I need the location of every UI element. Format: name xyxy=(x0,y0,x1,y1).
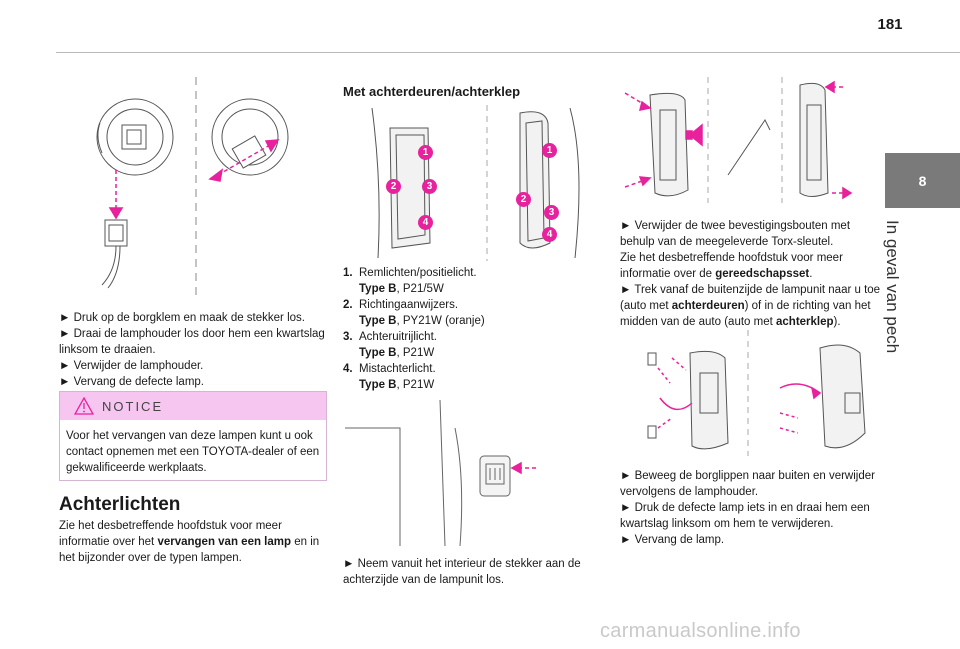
watermark: carmanualsonline.info xyxy=(600,620,801,642)
step-text: ► Beweeg de borglippen naar buiten en ve… xyxy=(620,470,875,498)
step-text: ► Neem vanuit het interieur de stekker a… xyxy=(343,558,581,586)
callout-1-left: 1 xyxy=(418,145,433,160)
figure-torx-bolts xyxy=(610,75,855,205)
rear-lights-text-bold: vervangen van een lamp xyxy=(157,536,292,548)
connector-illustration xyxy=(345,399,538,547)
figure-lamp-holder xyxy=(620,328,880,458)
figure-fog-lamp-removal xyxy=(90,75,325,300)
callout-4-left: 4 xyxy=(418,215,433,230)
notice-box: NOTICE Voor het vervangen van deze lampe… xyxy=(59,391,327,481)
list-item: 4.Mistachterlicht.Type B, P21W xyxy=(343,363,436,391)
rear-lights-heading: Achterlichten xyxy=(59,494,181,515)
rear-lights-text-b: en in het bijzonder over de typen lampen… xyxy=(59,536,320,564)
chapter-title: In geval van pech xyxy=(883,220,902,354)
notice-body: Voor het vervangen van deze lampen kunt … xyxy=(66,430,320,474)
callout-3-left: 3 xyxy=(422,179,437,194)
chapter-tab[interactable]: 8 xyxy=(885,153,960,208)
header-rule xyxy=(56,52,960,53)
figure-connector-disconnect xyxy=(340,398,580,548)
p2-bold-1: achterdeuren xyxy=(671,300,745,312)
p2-text: ► Trek vanaf de buitenzijde de lampunit … xyxy=(620,284,881,312)
notice-header: NOTICE xyxy=(60,392,326,420)
callout-2-left: 2 xyxy=(386,179,401,194)
rear-lights-text: Zie het desbetreffende hoofdstuk voor me… xyxy=(59,518,329,566)
step-text: ► Vervang de lamp. xyxy=(620,534,725,546)
step-text: ► Druk op de borgklem en maak de stekker… xyxy=(59,312,305,324)
column-3-text: ► Verwijder de twee bevestigingsbouten m… xyxy=(620,220,881,328)
chapter-number: 8 xyxy=(918,172,927,189)
callout-2-right: 2 xyxy=(516,192,531,207)
torx-illustration xyxy=(624,77,853,203)
column-2-step: ► Neem vanuit het interieur de stekker a… xyxy=(343,556,593,588)
callout-1-right: 1 xyxy=(542,143,557,158)
list-item: 1.Remlichten/positielicht.Type B, P21/5W xyxy=(343,267,477,295)
list-item: 2.Richtingaanwijzers.Type B, PY21W (oran… xyxy=(343,299,485,327)
rear-lights-text-a: Zie het desbetreffende hoofdstuk voor me… xyxy=(59,520,282,548)
page-number: 181 xyxy=(877,16,903,33)
step-text: ► Verwijder de twee bevestigingsbouten m… xyxy=(620,220,851,248)
callout-4-right: 4 xyxy=(542,227,557,242)
fog-lamp-illustration xyxy=(96,77,289,299)
column-1-steps: ► Druk op de borgklem en maak de stekker… xyxy=(59,310,329,390)
figure-rear-lamp-callouts: 1 2 3 4 1 2 3 4 xyxy=(370,103,600,263)
lamp-type-list: 1.Remlichten/positielicht.Type B, P21/5W… xyxy=(343,265,593,393)
p2-bold-2: achterklep xyxy=(776,316,834,328)
p1-text: Zie het desbetreffende hoofdstuk voor me… xyxy=(620,252,843,280)
step-text: ► Druk de defecte lamp iets in en draai … xyxy=(620,502,870,530)
column-3-steps: ► Beweeg de borglippen naar buiten en ve… xyxy=(620,468,882,548)
notice-title: NOTICE xyxy=(102,398,164,414)
step-text: ► Draai de lamphouder los door hem een k… xyxy=(59,328,325,356)
callout-3-right: 3 xyxy=(544,205,559,220)
p1-bold: gereedschapsset xyxy=(715,268,810,280)
tailgate-heading: Met achterdeuren/achterklep xyxy=(343,84,521,99)
lamp-holder-illustration xyxy=(647,330,866,456)
step-text: ► Vervang de defecte lamp. xyxy=(59,376,204,388)
step-text: ► Verwijder de lamphouder. xyxy=(59,360,204,372)
warning-icon xyxy=(74,397,94,415)
list-item: 3.Achteruitrijlicht.Type B, P21W xyxy=(343,331,437,359)
rear-lamp-illustration xyxy=(371,105,580,261)
